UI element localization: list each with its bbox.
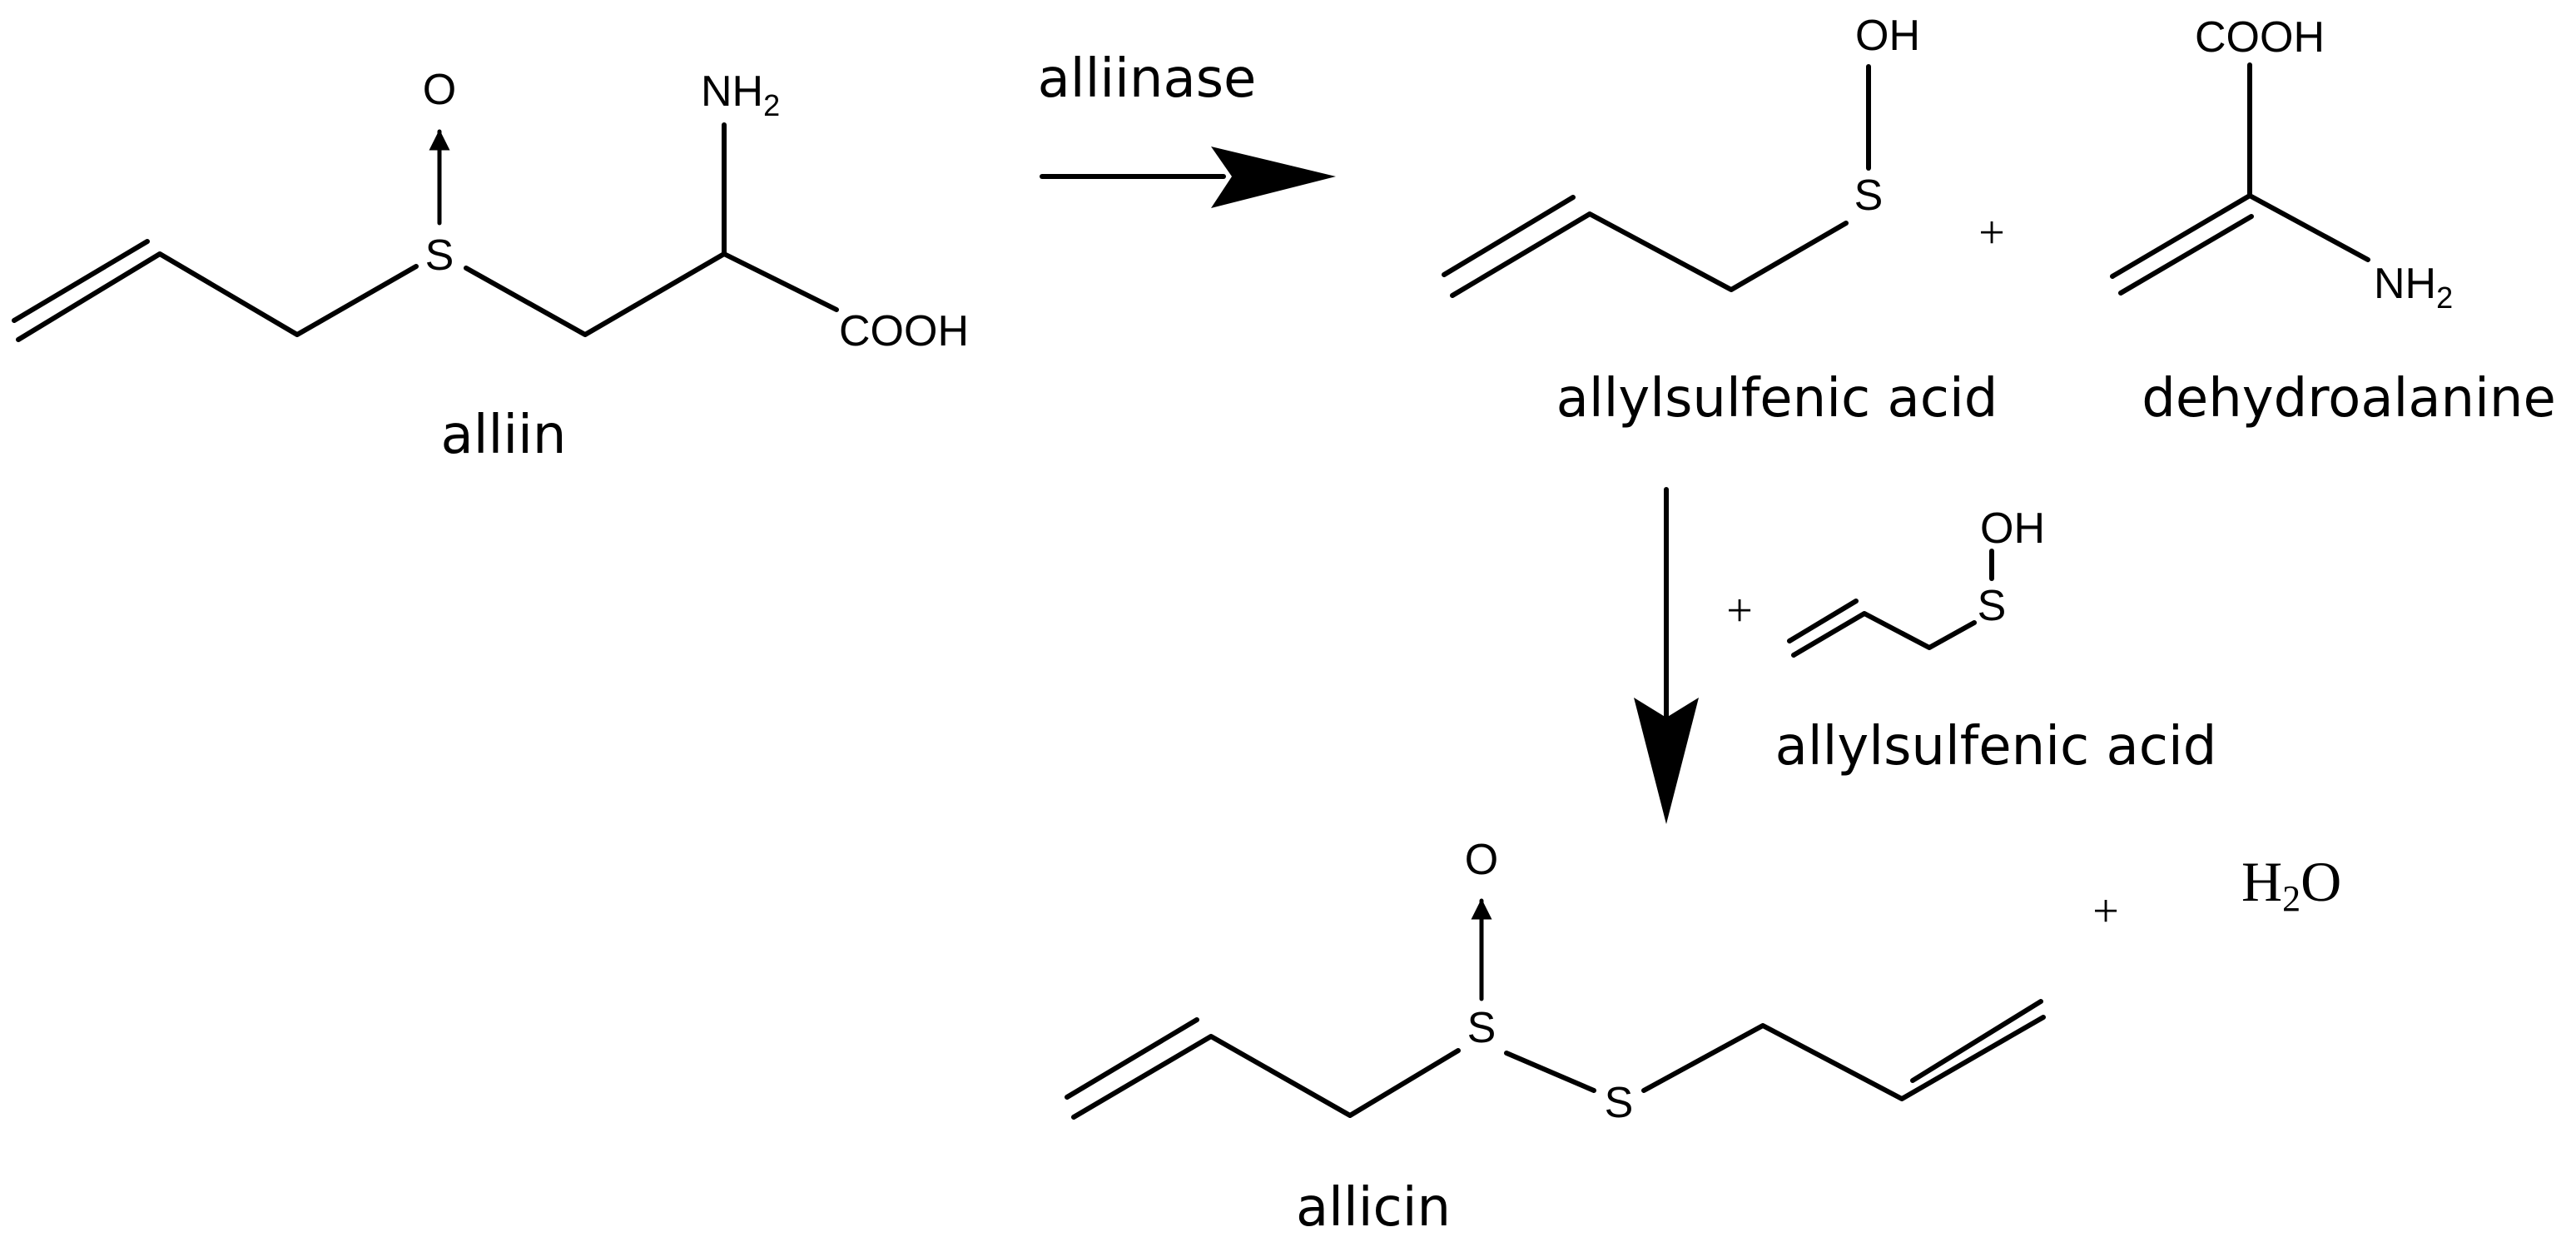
alliin-carboxyl: COOH	[839, 307, 969, 355]
alliin-backbone	[464, 251, 839, 337]
enzyme-label: alliinase	[1038, 48, 1257, 110]
alliin-allyl-chain	[16, 251, 419, 342]
plus-sign-reagent: +	[1726, 585, 1753, 637]
allicin-sulfur-2: S	[1605, 1079, 1634, 1127]
alliin-sulfur: S	[425, 231, 454, 280]
reagent-hydroxyl: OH	[1980, 504, 2045, 553]
allylsulfenic-double-bond	[1442, 195, 1576, 277]
allylsulfenic-acid-structure: OH S allylsulfenic acid	[1442, 12, 1998, 430]
allicin-sulfur-1: S	[1467, 1004, 1496, 1052]
allicin-left-double-bond	[1065, 1017, 1199, 1100]
plus-sign-products: +	[1978, 207, 2005, 259]
dehydroalanine-amine: NH2	[2374, 260, 2453, 315]
allicin-structure: O S S allicin	[1065, 836, 2046, 1239]
allicin-s-s-bond	[1504, 1051, 1596, 1093]
dehydroalanine-carboxyl: COOH	[2195, 13, 2325, 62]
arrow-head	[1211, 147, 1336, 208]
alliin-double-bond	[12, 239, 150, 323]
plus-sign-water: +	[2092, 886, 2119, 937]
allylsulfenic-sulfur: S	[1854, 171, 1884, 220]
dehydroalanine-label: dehydroalanine	[2142, 368, 2556, 430]
water-formula: H2O	[2241, 850, 2341, 919]
allicin-right-double-bond	[1910, 999, 2043, 1083]
alliin-label: alliin	[441, 405, 567, 466]
alliinase-arrow: alliinase	[1038, 48, 1336, 208]
dehydroalanine-structure: COOH NH2 dehydroalanine	[2110, 13, 2556, 430]
condensation-arrow	[1634, 487, 1699, 824]
allicin-label: allicin	[1296, 1177, 1451, 1239]
dehydroalanine-double-bond-a	[2110, 193, 2252, 279]
allicin-left-chain	[1071, 1034, 1461, 1120]
alliin-amine: NH2	[701, 67, 780, 122]
down-arrow-head	[1634, 698, 1699, 824]
allylsulfenic-acid-label: allylsulfenic acid	[1556, 368, 1998, 430]
allicin-oxygen: O	[1465, 836, 1498, 884]
dehydroalanine-nh2-bond	[2247, 193, 2370, 262]
allicin-right-chain	[1641, 1015, 2046, 1101]
allylsulfenic-hydroxyl: OH	[1855, 12, 1920, 60]
reagent-chain	[1791, 611, 1977, 658]
alliin-structure: O S NH2 COOH alliin	[12, 66, 969, 466]
allylsulfenic-chain	[1450, 211, 1849, 298]
reagent-allylsulfenic-structure: OH S allylsulfenic acid	[1775, 504, 2217, 778]
reagent-allylsulfenic-label: allylsulfenic acid	[1775, 716, 2217, 778]
dehydroalanine-double-bond-b	[2118, 214, 2254, 296]
reagent-double-bond	[1787, 599, 1859, 643]
reagent-sulfur: S	[1978, 582, 2007, 630]
alliin-oxygen: O	[423, 66, 456, 114]
